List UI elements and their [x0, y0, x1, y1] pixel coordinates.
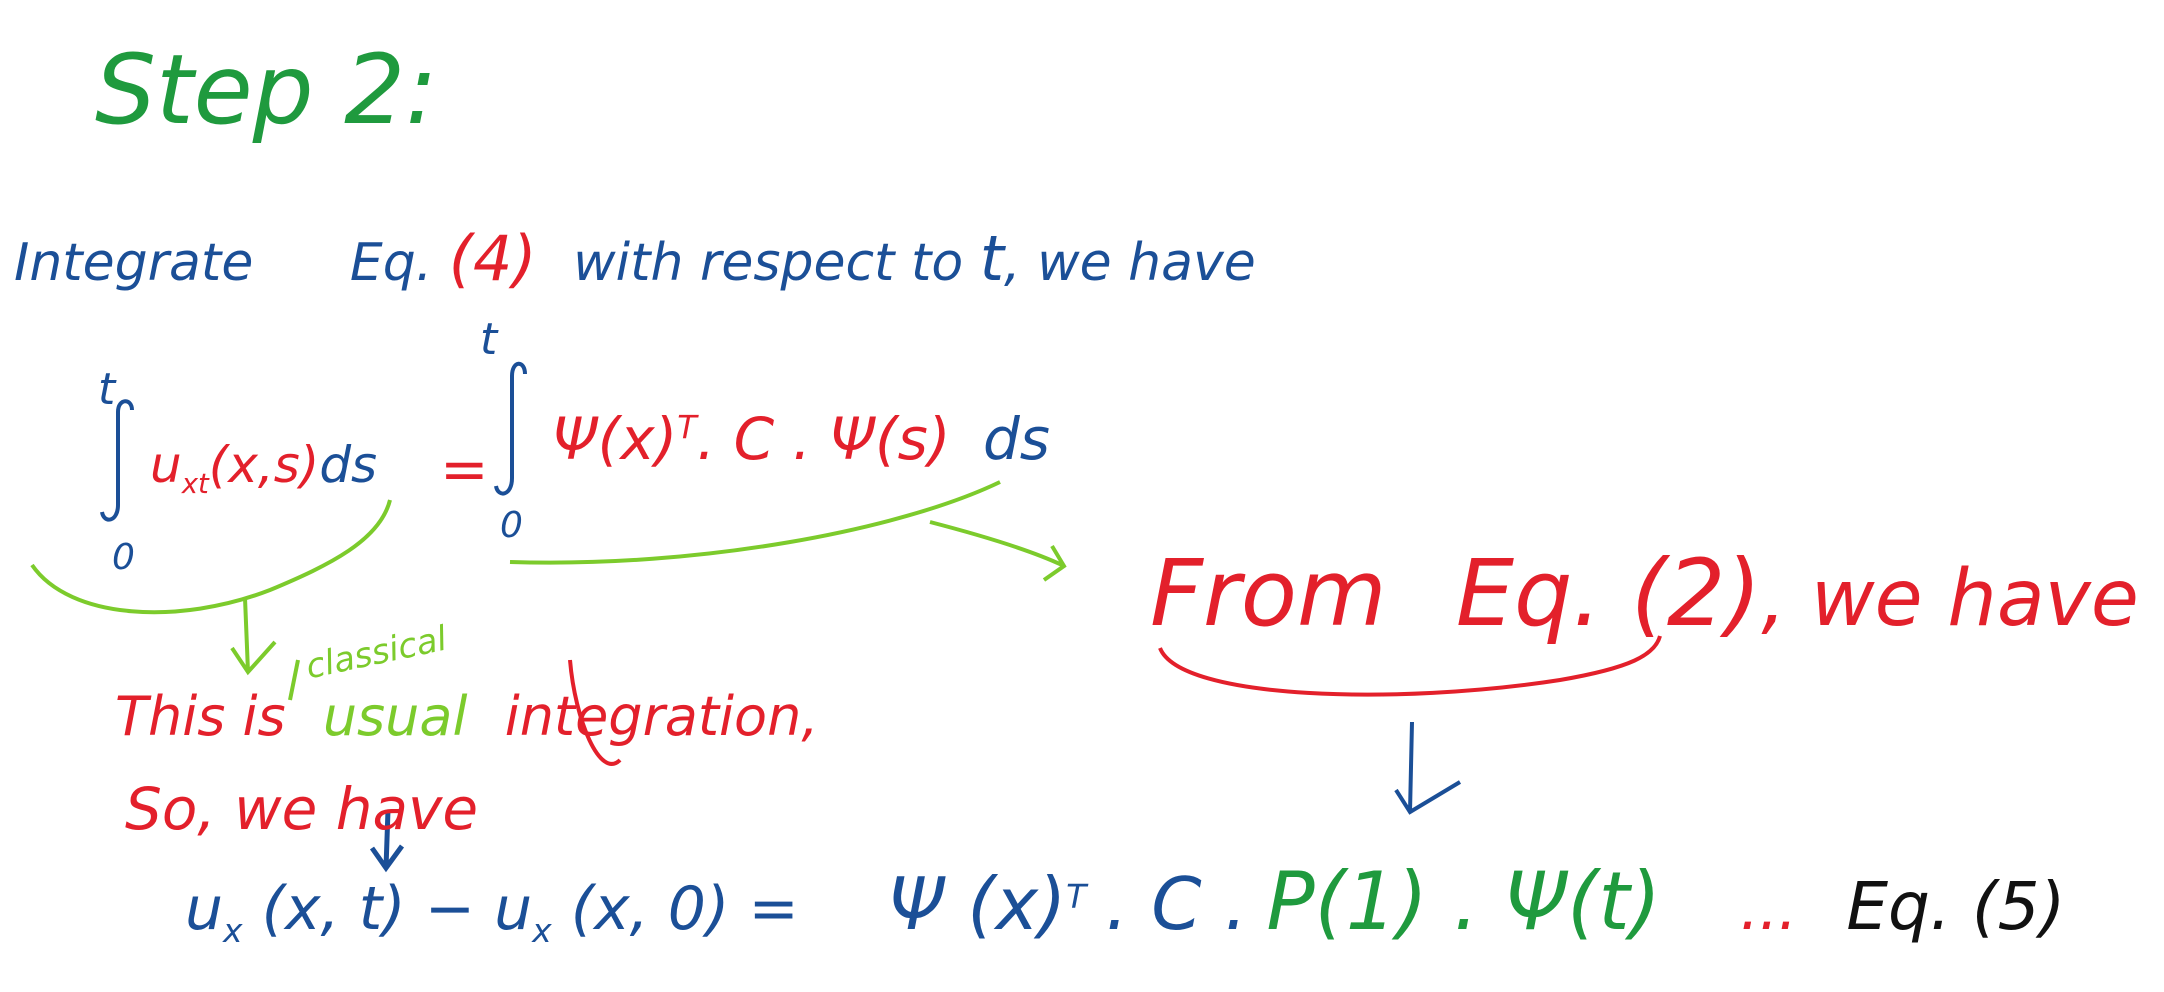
note-right-tail: , we have: [1761, 554, 2139, 644]
arrow-down-blue: [1394, 721, 1462, 815]
underline-integration: [568, 659, 622, 766]
intro-rest: with respect to: [573, 233, 964, 293]
result-lhs1-args: (x, t): [261, 874, 406, 944]
integral-left-ds: ds: [319, 436, 378, 494]
result-lhs2-sub: x: [532, 911, 552, 950]
arrow-have: [369, 809, 405, 873]
note-left-usual: usual: [322, 685, 468, 748]
note-left-integration: integration,: [504, 685, 819, 748]
arrow-right: [929, 520, 1067, 582]
result-equals: =: [748, 874, 799, 944]
integral-right-lower: 0: [500, 505, 523, 546]
result-dots: ...: [1740, 874, 1798, 944]
integral-sign-right: [494, 361, 527, 496]
result-lhs1-sub: x: [223, 911, 243, 950]
arrow-down-left: [230, 597, 277, 676]
result-lhs1: u: [185, 874, 224, 944]
integral-right-rest: . C . Ψ(s): [696, 405, 951, 473]
intro-line: Integrate Eq. (4) with respect to t, we …: [14, 228, 1256, 290]
intro-eq: Eq.: [349, 233, 433, 293]
result-rhs-p: P(1) . Ψ(t): [1266, 855, 1661, 948]
integral-left-args: (x,s): [208, 436, 320, 494]
result-eq-label: Eq. (5): [1846, 868, 2066, 945]
note-left-line1: This is usual integration,: [115, 690, 818, 744]
integral-right-sup: T: [677, 408, 697, 447]
integral-left-lower: 0: [112, 537, 135, 578]
intro-tail: , we have: [1004, 233, 1256, 293]
underline-right: [509, 480, 1001, 565]
note-right: From Eq. (2), we have: [1150, 548, 2139, 640]
integral-left-integrand: u: [150, 436, 182, 494]
integral-left-upper: t: [98, 364, 116, 415]
result-equation: ux (x, t) − ux (x, 0) = Ψ (x)T . C . P(1…: [185, 862, 2066, 950]
integral-sign-left: [100, 399, 134, 522]
result-rhs-psi: Ψ (x): [887, 862, 1067, 946]
integral-right-ds: ds: [982, 405, 1051, 473]
result-rhs-sup: T: [1066, 877, 1087, 916]
note-left-line2: So, we have: [125, 775, 479, 843]
page-title: Step 2:: [95, 34, 438, 146]
result-lhs2-args: (x, 0): [570, 874, 730, 944]
insert-caret: [288, 659, 300, 701]
integral-right-upper: t: [480, 314, 498, 365]
note-left-this-is: This is: [115, 685, 286, 748]
intro-var: t: [979, 222, 1005, 295]
underline-left: [30, 499, 392, 615]
integral-left-expression: uxt(x,s)ds: [150, 440, 377, 499]
integral-right-integrand: Ψ(x): [552, 405, 678, 473]
integral-right-expression: Ψ(x)T. C . Ψ(s) ds: [552, 410, 1050, 468]
result-rhs-c: . C .: [1105, 862, 1248, 946]
note-right-from: From: [1150, 540, 1387, 647]
result-minus: −: [424, 874, 475, 944]
note-right-eq-number: (2): [1630, 540, 1762, 647]
equals-sign: =: [440, 435, 489, 503]
intro-integrate: Integrate: [14, 233, 254, 293]
integral-left-sub: xt: [181, 468, 209, 500]
note-right-eq: Eq.: [1455, 540, 1602, 647]
intro-eq-number: (4): [448, 222, 537, 295]
result-lhs2: u: [494, 874, 533, 944]
underline-red: [1158, 635, 1662, 697]
